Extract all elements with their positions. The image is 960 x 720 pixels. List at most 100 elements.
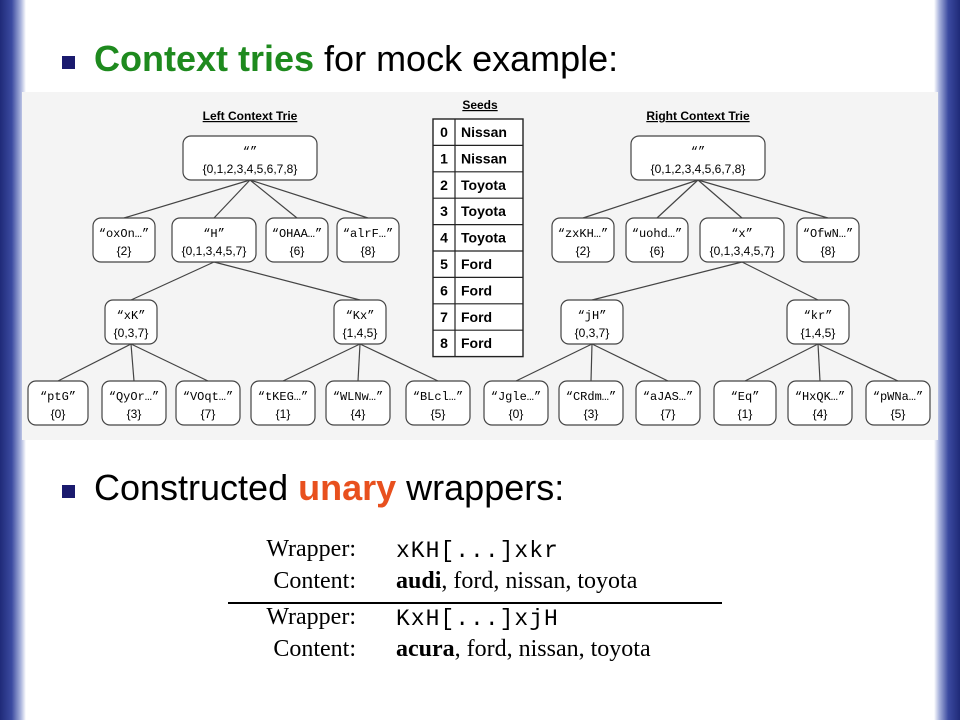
- left-trie-node: “OHAA…” {6}: [265, 217, 329, 263]
- content-value: acura, ford, nissan, toyota: [396, 636, 651, 663]
- heading-context-tries-rest: for mock example:: [314, 38, 619, 79]
- right-trie-node: “zxKH…”{2}: [551, 217, 615, 263]
- right-trie-leaf-node-ids: {1}: [738, 407, 753, 421]
- trie-edge: [249, 179, 369, 219]
- seed-id: 3: [440, 203, 448, 219]
- right-trie-node: “OfwN…”{8}: [796, 217, 860, 263]
- right-trie-node: “uohd…” {6}: [625, 217, 689, 263]
- right-trie-leaf-node-label: “pWNa…”: [873, 390, 923, 404]
- left-trie-leaf-node-box: [27, 380, 89, 426]
- content-label: Content:: [273, 568, 356, 594]
- right-trie-leaf-node: “pWNa…” {5}: [865, 380, 931, 426]
- right-trie-node-ids: {0,1,3,4,5,7}: [710, 244, 775, 258]
- right-trie-root-node: “”{0,1,2,3,4,5,6,7,8}: [630, 135, 766, 181]
- right-trie-node: “jH”{0,3,7}: [560, 299, 624, 345]
- slide-frame-left: [0, 0, 26, 720]
- right-trie-node-label: “uohd…”: [632, 227, 682, 241]
- trie-edge: [744, 343, 819, 382]
- left-trie-node-label: “alrF…”: [343, 227, 393, 241]
- heading-context-tries-strong: Context tries: [94, 38, 315, 79]
- table-divider: [228, 602, 722, 604]
- right-trie-leaf-node-ids: {3}: [584, 407, 599, 421]
- right-trie-node-ids: {6}: [650, 244, 665, 258]
- right-trie-node-box: [625, 217, 689, 263]
- trie-edge: [515, 343, 593, 382]
- seed-name: Toyota: [461, 203, 506, 219]
- left-trie-node-box: [92, 217, 156, 263]
- right-trie-node-ids: {2}: [576, 244, 591, 258]
- trie-edge: [656, 179, 699, 219]
- right-trie-root-node-label: “”: [691, 145, 705, 159]
- seeds-table-border: [432, 118, 524, 358]
- left-trie-node-label: “Kx”: [346, 309, 375, 323]
- trie-edge: [582, 179, 699, 219]
- right-trie-node-box: [699, 217, 785, 263]
- trie-edge: [130, 343, 135, 382]
- heading-unary-wrappers-strong: unary: [298, 467, 397, 508]
- seed-id: 0: [440, 124, 448, 140]
- trie-edge: [591, 343, 669, 382]
- seed-id: 1: [440, 150, 448, 166]
- left-trie-leaf-node-label: “ptG”: [40, 390, 76, 404]
- trie-edge: [282, 343, 361, 382]
- right-trie-node-box: [796, 217, 860, 263]
- wrapper-label: Wrapper:: [266, 536, 356, 562]
- left-trie-node-label: “OHAA…”: [272, 227, 322, 241]
- trie-edge: [590, 343, 593, 382]
- trie-edge: [249, 179, 298, 219]
- right-trie-leaf-node: “HxQK…”{4}: [787, 380, 853, 426]
- right-trie-leaf-node-ids: {7}: [661, 407, 676, 421]
- left-trie-node-label: “H”: [203, 227, 225, 241]
- right-trie-leaf-node: “Jgle…”{0}: [483, 380, 549, 426]
- left-trie-leaf-node-ids: {7}: [201, 407, 216, 421]
- seed-name: Ford: [461, 335, 492, 351]
- right-trie-node-ids: {0,3,7}: [575, 326, 610, 340]
- seed-name: Ford: [461, 282, 492, 298]
- left-trie-node: “Kx” {1,4,5}: [333, 299, 387, 345]
- bullet-square-icon: [62, 485, 75, 498]
- left-trie-node-ids: {6}: [290, 244, 305, 258]
- right-trie-leaf-node-box: [713, 380, 777, 426]
- left-trie-leaf-node-ids: {0}: [51, 407, 66, 421]
- content-bold: audi: [396, 568, 442, 594]
- right-trie-leaf-node-ids: {0}: [509, 407, 524, 421]
- left-trie-node: “oxOn…”{2}: [92, 217, 156, 263]
- left-trie-leaf-node: “tKEG…”{1}: [250, 380, 316, 426]
- left-trie-node-ids: {0,3,7}: [114, 326, 149, 340]
- right-trie-leaf-node: “aJAS…”{7}: [635, 380, 701, 426]
- trie-edge: [130, 261, 215, 301]
- right-trie-root-node-box: [630, 135, 766, 181]
- right-trie-node: “x”{0,1,3,4,5,7}: [699, 217, 785, 263]
- left-trie-node-box: [171, 217, 257, 263]
- trie-edge: [357, 343, 361, 382]
- right-trie-node-ids: {1,4,5}: [801, 326, 836, 340]
- left-trie-node-ids: {1,4,5}: [343, 326, 378, 340]
- left-trie-leaf-node: “VOqt…” {7}: [175, 380, 241, 426]
- left-trie-leaf-node-label: “QyOr…”: [109, 390, 159, 404]
- wrapper-value: KxH[...]xjH: [396, 606, 559, 632]
- left-trie-leaf-node: “BLcl…”{5}: [405, 380, 471, 426]
- right-trie-node-label: “kr”: [804, 309, 833, 323]
- wrapper-label: Wrapper:: [266, 604, 356, 630]
- left-trie-title: Left Context Trie: [203, 109, 298, 123]
- seed-name: Toyota: [461, 230, 506, 246]
- left-trie-root-node: “”{0,1,2,3,4,5,6,7,8}: [182, 135, 318, 181]
- left-trie-leaf-node: “ptG” {0}: [27, 380, 89, 426]
- left-trie-node: “xK”{0,3,7}: [104, 299, 158, 345]
- trie-edge: [123, 179, 251, 219]
- right-trie-node-box: [560, 299, 624, 345]
- left-trie-node-box: [104, 299, 158, 345]
- right-trie-leaf-node: “CRdm…”{3}: [558, 380, 624, 426]
- right-trie-leaf-node-box: [558, 380, 624, 426]
- trie-edge: [57, 343, 132, 382]
- left-trie-leaf-node-label: “VOqt…”: [183, 390, 233, 404]
- right-trie-leaf-node-ids: {5}: [891, 407, 906, 421]
- seed-id: 6: [440, 282, 448, 298]
- content-rest: , ford, nissan, toyota: [441, 568, 638, 594]
- left-trie-leaf-node: “QyOr…”{3}: [101, 380, 167, 426]
- left-trie-node-box: [333, 299, 387, 345]
- right-trie-node-box: [786, 299, 850, 345]
- content-label: Content:: [273, 636, 356, 662]
- left-trie-leaf-node-ids: {4}: [351, 407, 366, 421]
- heading-context-tries: Context tries for mock example:: [94, 38, 618, 80]
